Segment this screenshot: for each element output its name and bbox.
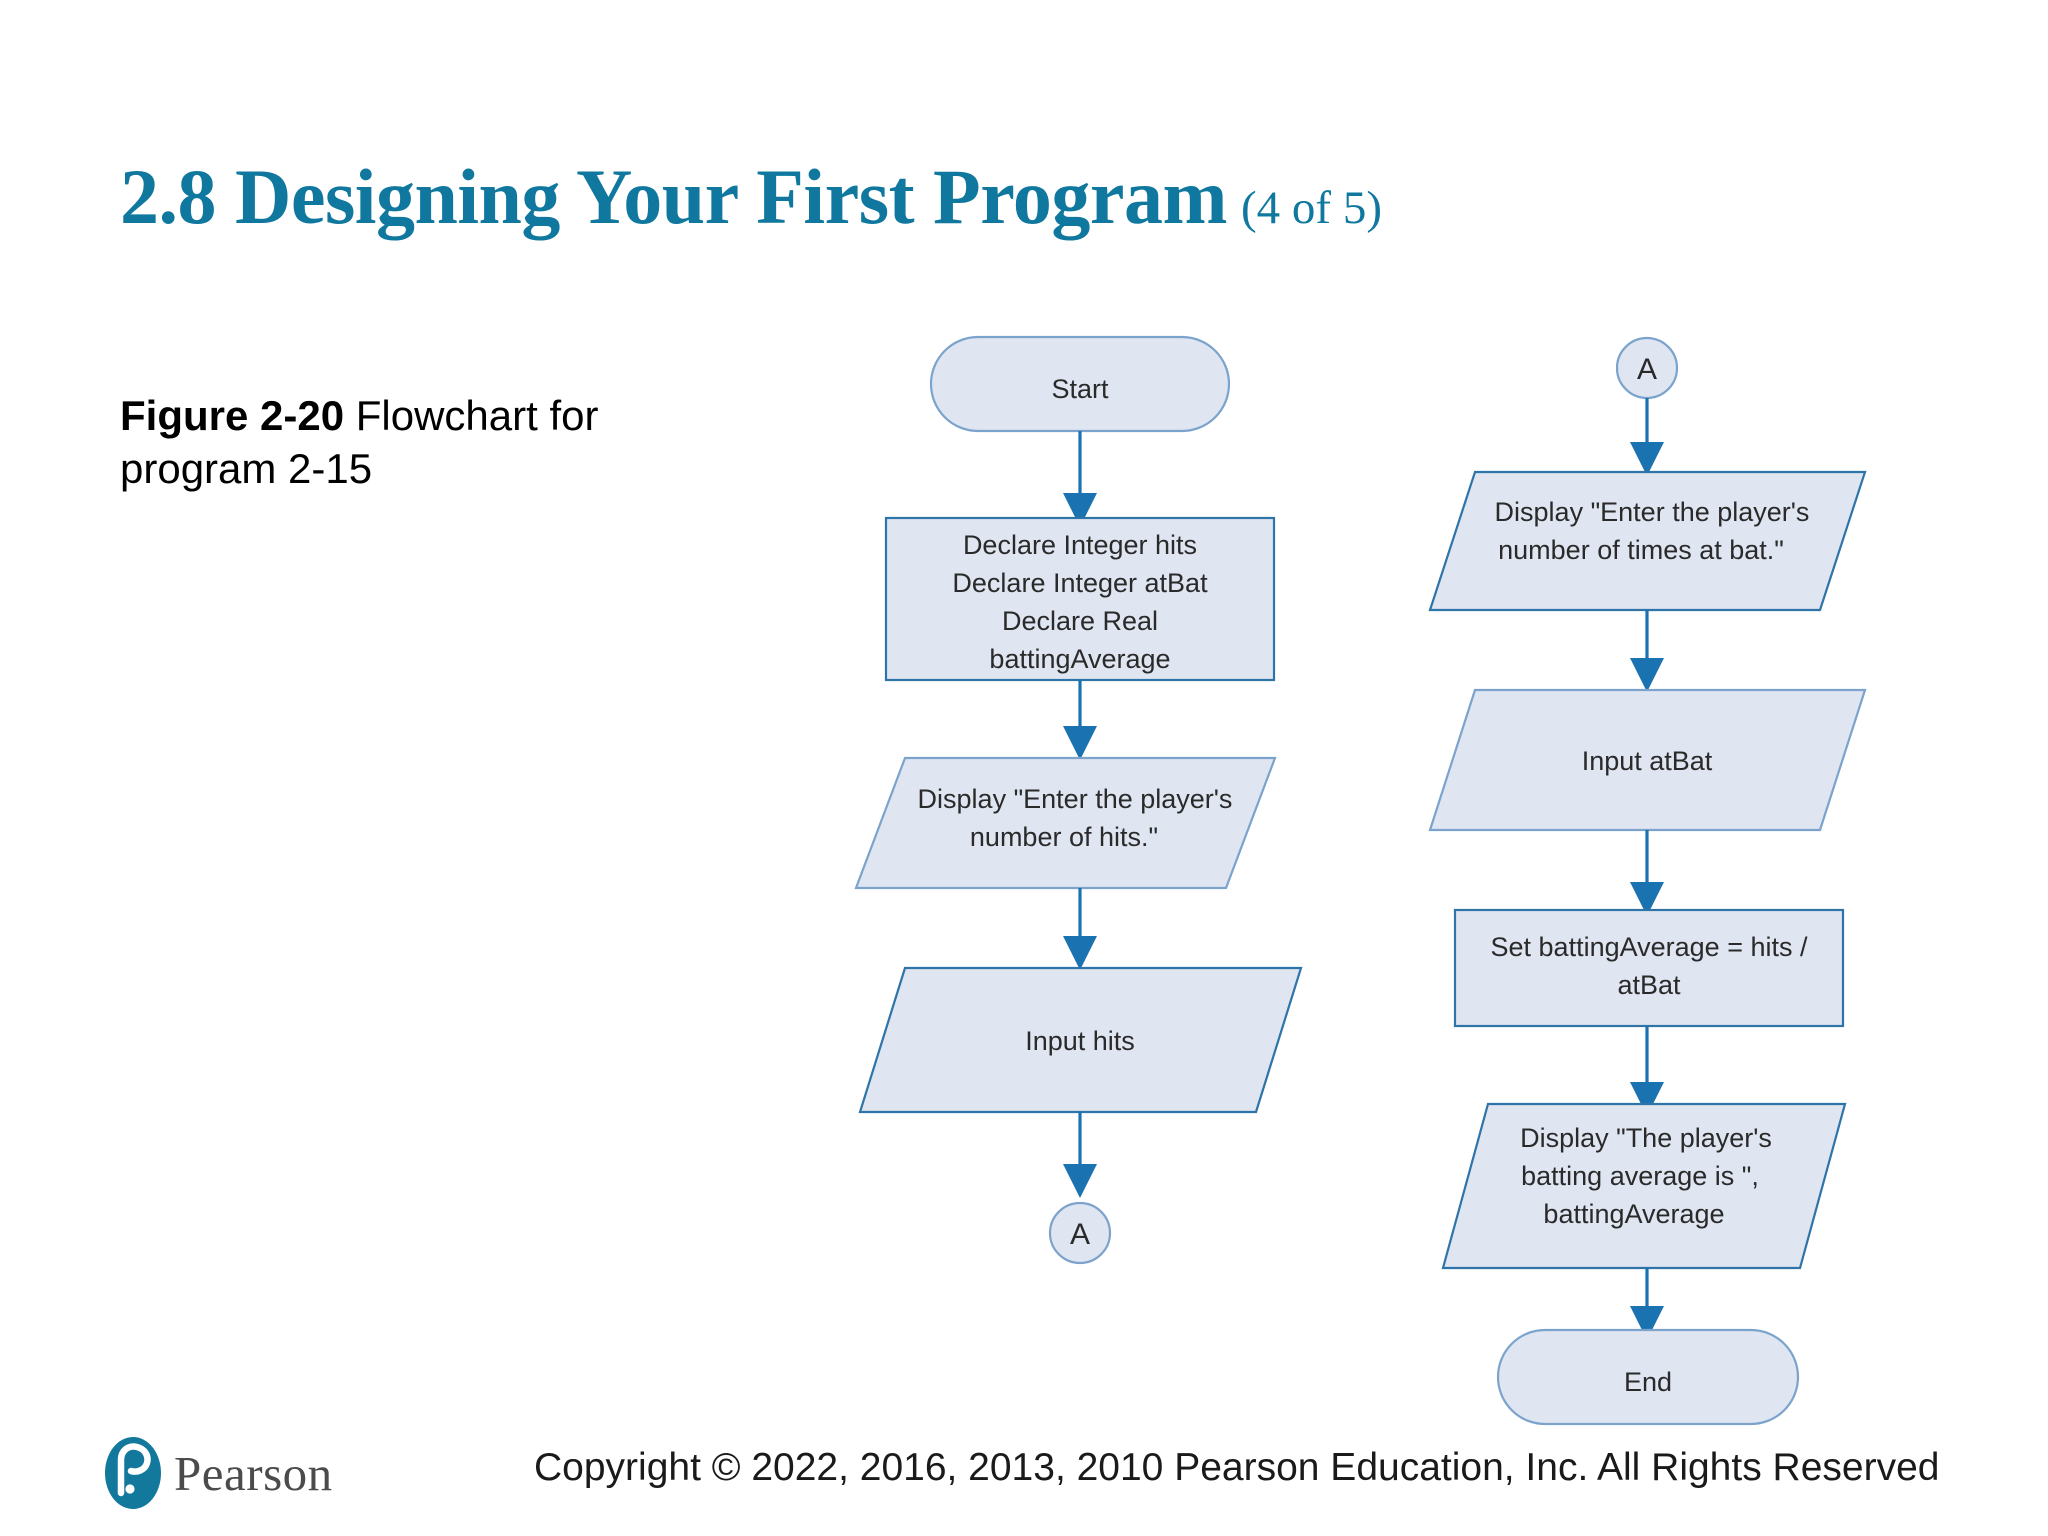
flow-node-set-average-line-1: atBat [1617,970,1681,1000]
footer: Pearson Copyright © 2022, 2016, 2013, 20… [0,1416,2048,1536]
flow-arrow-start-to-declare [1063,431,1097,527]
page-title-main: 2.8 Designing Your First Program [120,153,1228,240]
flow-node-declare-line-1: Declare Integer atBat [952,568,1208,598]
flow-node-display-atbat-prompt: Display "Enter the player's number of ti… [1428,470,1867,612]
flow-node-declare-line-2: Declare Real [1002,606,1158,636]
flow-node-declare: Declare Integer hits Declare Integer atB… [884,516,1276,682]
flow-node-connector-a-out: A [1048,1201,1112,1265]
flow-node-input-hits-line-0: Input hits [1025,1026,1135,1056]
flow-arrow-declare-to-display-hits [1063,680,1097,760]
page-title-subcount: (4 of 5) [1241,182,1382,234]
flow-arrow-input-atbat-to-set-average [1630,830,1664,916]
flow-node-display-average-line-0: Display "The player's [1520,1123,1772,1153]
flow-node-declare-line-3: battingAverage [989,644,1170,674]
flow-arrow-display-atbat-to-input-atbat [1630,610,1664,692]
flow-node-connector-a-in-label: A [1637,353,1657,386]
flow-node-display-average-line-1: batting average is ", [1521,1161,1759,1191]
flow-node-input-atbat-line-0: Input atBat [1582,746,1713,776]
pearson-wordmark: Pearson [174,1445,333,1501]
pearson-mark-icon [104,1436,162,1510]
copyright-text: Copyright © 2022, 2016, 2013, 2010 Pears… [534,1446,1940,1489]
flow-node-display-hits-prompt-line-1: number of hits." [970,822,1158,852]
flow-node-declare-line-0: Declare Integer hits [963,530,1197,560]
flow-node-display-average: Display "The player's batting average is… [1441,1102,1847,1270]
page-title: 2.8 Designing Your First Program(4 of 5) [120,158,1382,236]
flow-node-start: Start [929,335,1231,433]
flow-node-start-line-0: Start [1051,374,1109,404]
flow-node-connector-a-in: A [1615,336,1679,400]
figure-caption-text: Flowchart for program 2-15 [120,392,599,492]
flow-arrow-display-average-to-end [1630,1268,1664,1340]
flow-arrow-connector-a-to-display-atbat [1630,398,1664,476]
flow-node-input-hits: Input hits [858,966,1303,1114]
flow-node-display-atbat-prompt-line-1: number of times at bat." [1498,535,1784,565]
flow-arrow-set-average-to-display-average [1630,1026,1664,1116]
flow-arrow-display-hits-to-input-hits [1063,888,1097,970]
figure-caption-label: Figure 2-20 [120,392,345,439]
flow-node-display-hits-prompt: Display "Enter the player's number of hi… [854,756,1277,890]
flow-node-set-average: Set battingAverage = hits / atBat [1453,908,1845,1028]
flow-node-display-hits-prompt-line-0: Display "Enter the player's [918,784,1233,814]
flow-node-connector-a-out-label: A [1070,1218,1090,1251]
flow-node-end: End [1496,1328,1800,1426]
flow-node-display-atbat-prompt-line-0: Display "Enter the player's [1495,497,1810,527]
pearson-logo: Pearson [104,1436,333,1510]
flow-node-input-atbat: Input atBat [1428,688,1867,832]
flow-node-display-average-line-2: battingAverage [1543,1199,1724,1229]
flow-arrow-input-hits-to-connector-a [1063,1112,1097,1198]
flow-node-set-average-line-0: Set battingAverage = hits / [1491,932,1808,962]
figure-caption: Figure 2-20 Flowchart for program 2-15 [120,390,740,496]
flow-node-end-label: End [1624,1367,1672,1397]
